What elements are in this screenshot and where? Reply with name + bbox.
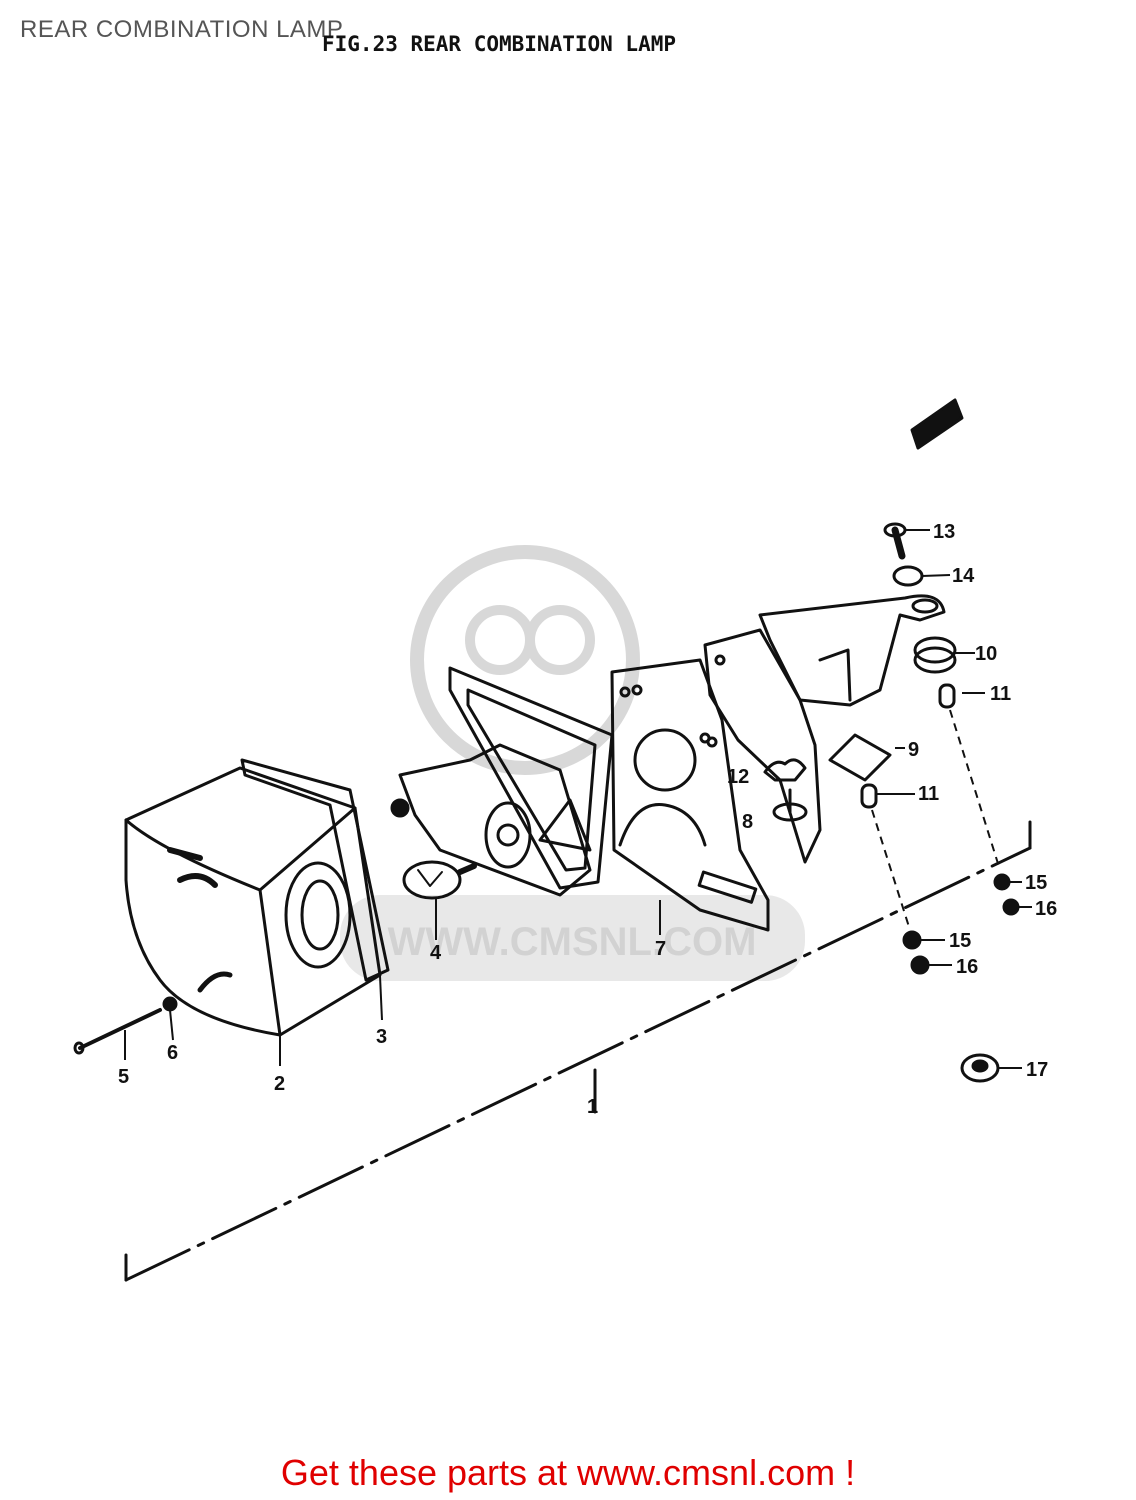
callout-11a: 11 [990,683,1011,705]
watermark: WWW.CMSNL.COM [340,545,805,981]
nut-15b [902,930,922,950]
callout-4: 4 [430,942,442,964]
bulb [402,860,477,900]
callout-14: 14 [952,565,975,587]
watermark-text: WWW.CMSNL.COM [388,920,757,964]
callout-13: 13 [933,521,955,543]
mounting-stay [758,594,946,707]
callout-12: 12 [727,766,749,788]
lens-frame [448,666,614,890]
callout-2: 2 [274,1073,285,1095]
grommet-10 [913,636,957,674]
page-title: REAR COMBINATION LAMP [20,16,344,43]
callout-6: 6 [167,1042,178,1064]
callout-10: 10 [975,643,997,665]
screw-5 [73,1008,162,1055]
callout-16a: 16 [1035,898,1057,920]
figure-title: FIG.23 REAR COMBINATION LAMP [322,32,677,56]
nut-16a [1002,898,1020,916]
fender-bracket [703,628,822,864]
cushion-17 [960,1053,1000,1083]
washer-6 [162,996,178,1012]
collar-11a [938,683,956,709]
callout-5: 5 [118,1066,129,1088]
callout-1: 1 [587,1096,598,1118]
license-plate-bracket [610,658,770,932]
leader-lines [124,529,1032,1069]
clip-9 [828,733,892,782]
assembly-bracket [124,820,1032,1282]
footer-promo-text: Get these parts at www.cmsnl.com ! [280,1452,856,1493]
washer-14 [892,565,924,587]
callout-15b: 15 [949,930,971,952]
callout-16b: 16 [956,956,978,978]
callout-7: 7 [655,938,666,960]
wing-nut-12 [763,758,807,782]
callout-8: 8 [742,811,753,833]
nut-16b [910,955,930,975]
callout-9: 9 [908,739,919,761]
bulb-washer [390,798,410,818]
callout-3: 3 [376,1026,387,1048]
bolt-8 [772,788,808,822]
front-arrow-icon [910,398,964,450]
bolt-13 [883,522,907,560]
collar-11b [860,783,878,809]
callout-15a: 15 [1025,872,1047,894]
callout-11b: 11 [918,783,939,805]
callout-17: 17 [1026,1059,1048,1081]
nut-15a [993,873,1011,891]
lamp-gasket [240,758,390,982]
lamp-housing [124,766,382,1037]
